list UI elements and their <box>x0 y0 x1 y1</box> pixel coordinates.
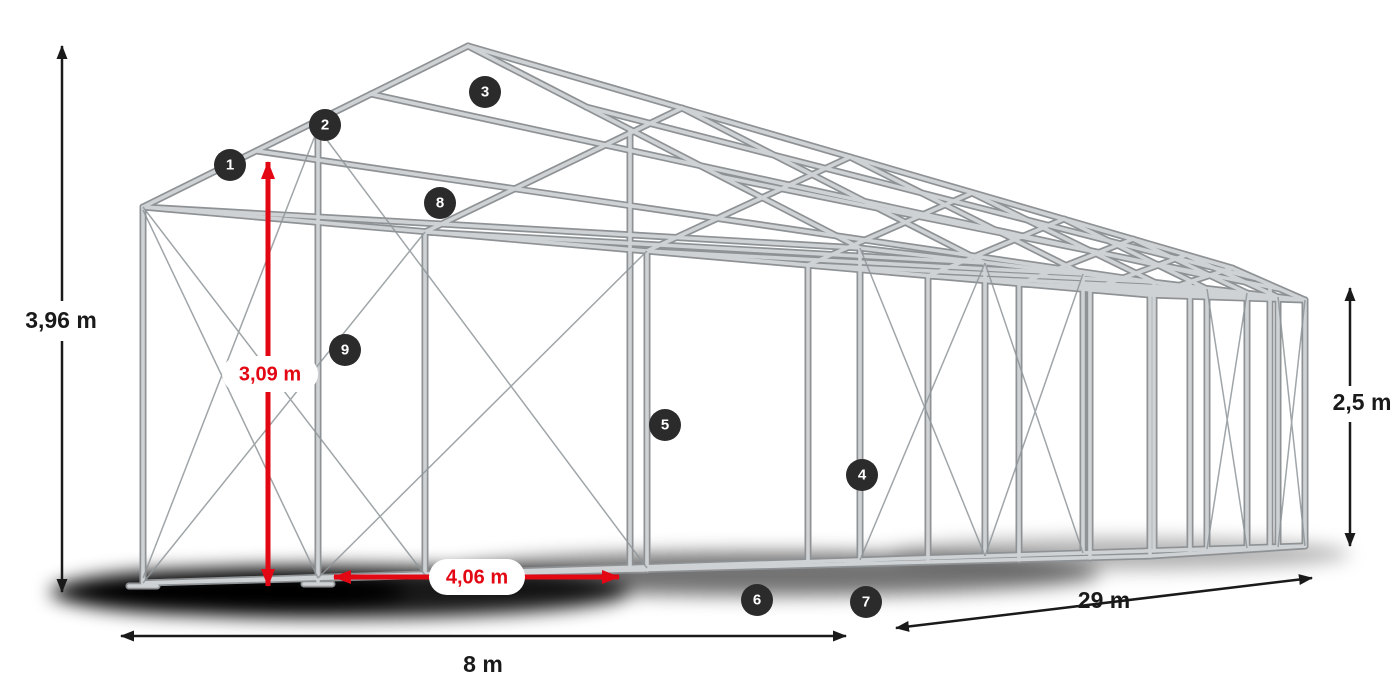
total-height-label-mask <box>6 301 116 341</box>
side-height-label: 2,5 m <box>1333 389 1392 415</box>
passage-height-label: 3,09 m <box>239 363 301 385</box>
part-markers: 1 2 3 4 5 6 7 8 <box>214 76 882 618</box>
passage-height-pill <box>222 356 318 392</box>
svg-text:1: 1 <box>226 157 234 174</box>
part-marker-5: 5 <box>649 409 681 441</box>
bracing-cables <box>142 127 1306 584</box>
red-dimension-annotations: 3,09 m 4,06 m <box>222 161 620 595</box>
svg-text:9: 9 <box>341 342 349 359</box>
svg-text:3: 3 <box>481 84 489 101</box>
length-label: 29 m <box>1078 587 1130 613</box>
svg-text:7: 7 <box>862 594 870 611</box>
svg-text:6: 6 <box>753 592 761 609</box>
total-height-label: 3,96 m <box>25 307 97 333</box>
svg-text:4: 4 <box>858 467 867 484</box>
svg-text:2: 2 <box>321 117 329 134</box>
side-height-label-mask <box>1322 386 1400 422</box>
svg-text:5: 5 <box>661 417 669 434</box>
part-marker-4: 4 <box>846 459 878 491</box>
width-label: 8 m <box>463 651 503 677</box>
part-marker-7: 7 <box>850 586 882 618</box>
passage-width-pill <box>429 559 525 595</box>
part-marker-9: 9 <box>329 334 361 366</box>
part-marker-3: 3 <box>469 76 501 108</box>
length-arrow <box>895 574 1313 632</box>
passage-width-label: 4,06 m <box>446 566 508 588</box>
tent-frame-tubes <box>127 44 1307 588</box>
part-marker-1: 1 <box>214 149 246 181</box>
part-marker-2: 2 <box>309 109 341 141</box>
part-marker-6: 6 <box>741 584 773 616</box>
svg-text:8: 8 <box>436 195 444 212</box>
part-marker-8: 8 <box>424 187 456 219</box>
dimension-annotations: 3,96 m 2,5 m 8 m 29 m <box>6 45 1400 677</box>
tent-frame <box>129 46 1305 586</box>
